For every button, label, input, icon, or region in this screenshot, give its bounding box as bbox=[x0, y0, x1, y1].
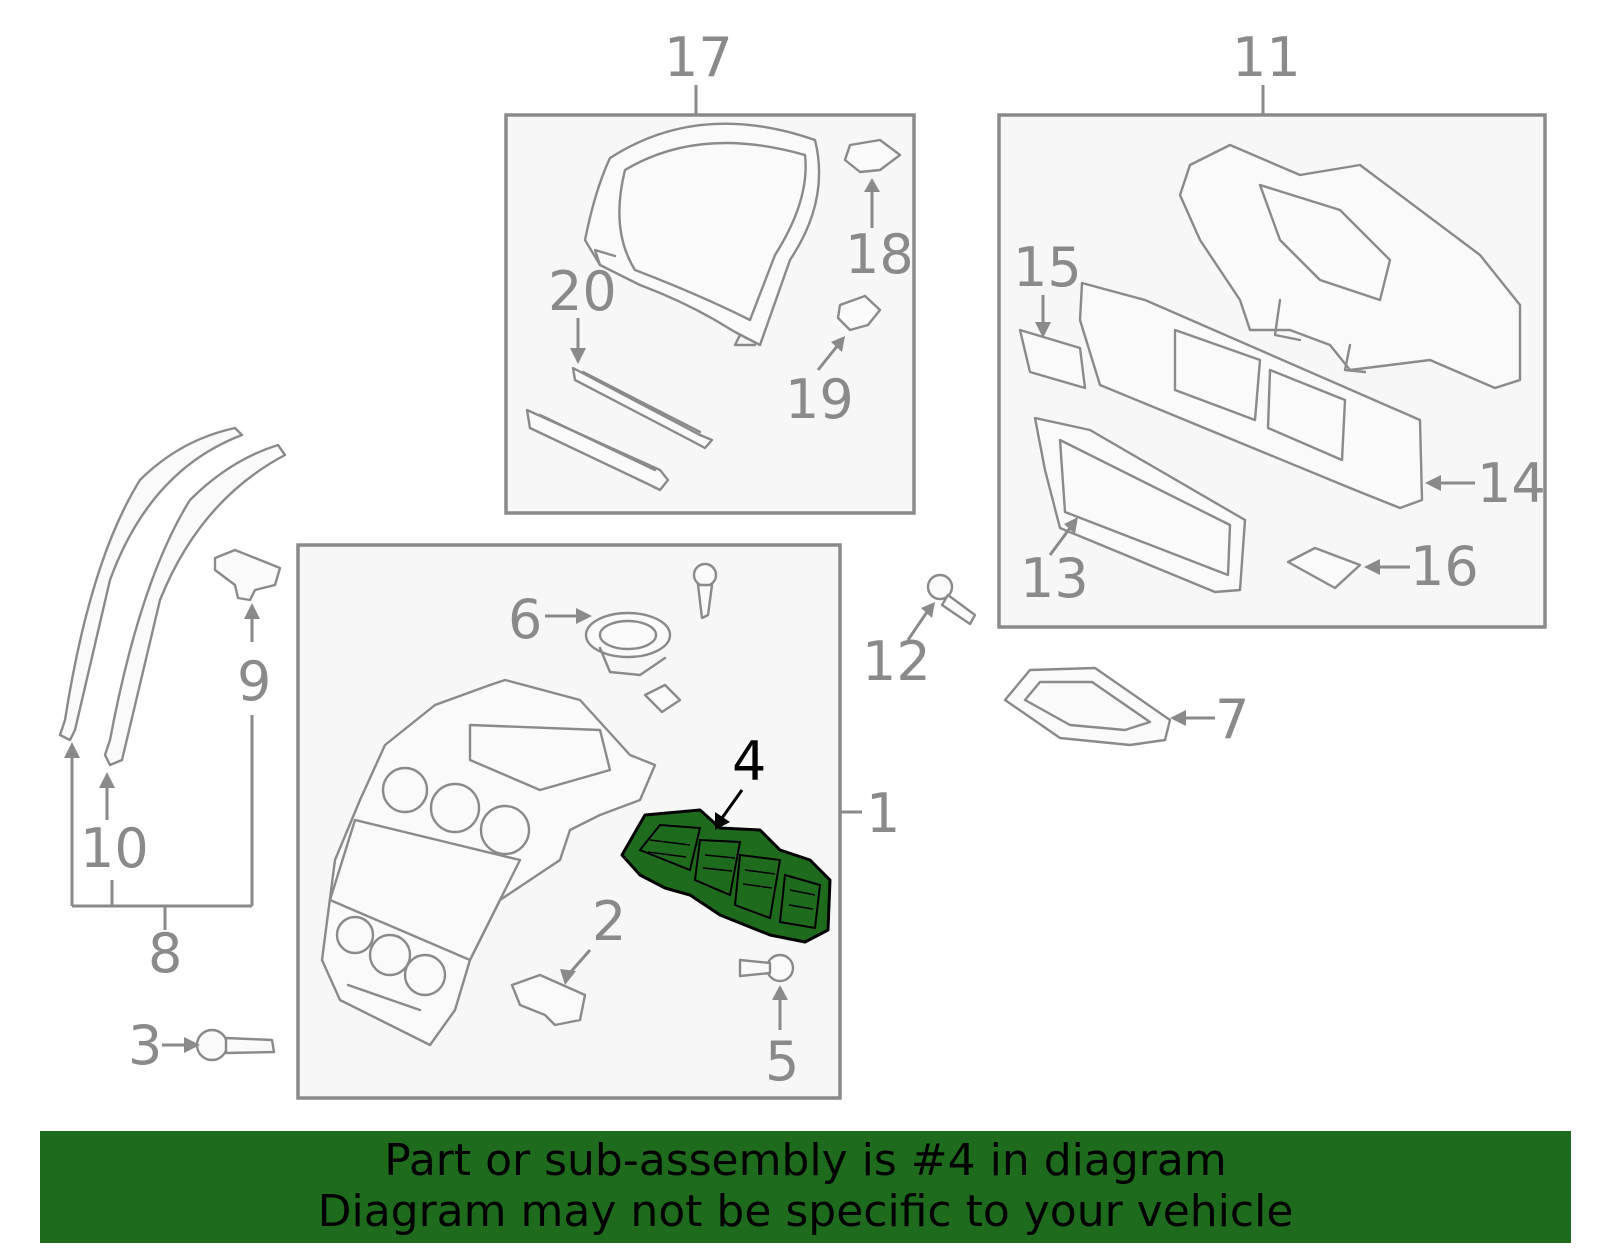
part-9-clip bbox=[213, 548, 282, 602]
part-20-trim-strips bbox=[525, 366, 714, 492]
callout-8: 8 bbox=[148, 922, 182, 985]
part-11-bracket bbox=[1178, 143, 1522, 390]
callout-5: 5 bbox=[765, 1030, 799, 1093]
part-6-speaker bbox=[584, 611, 672, 677]
arrow-10b bbox=[99, 772, 115, 788]
arrow-19 bbox=[831, 336, 845, 352]
arrow-12 bbox=[921, 602, 935, 618]
callout-10: 10 bbox=[80, 817, 149, 880]
callout-6: 6 bbox=[508, 588, 542, 651]
part-13-display bbox=[1033, 416, 1247, 594]
callout-12: 12 bbox=[862, 630, 931, 693]
callout-13: 13 bbox=[1020, 547, 1089, 610]
part-screw-upper bbox=[692, 562, 718, 620]
part-12-screw bbox=[926, 573, 977, 626]
part-19-clip bbox=[836, 294, 882, 332]
part-17-cluster-hood bbox=[583, 122, 821, 347]
callout-4: 4 bbox=[732, 730, 766, 793]
arrow-15 bbox=[1035, 322, 1051, 338]
arrow-3 bbox=[184, 1037, 200, 1053]
part-16-pad bbox=[1286, 546, 1362, 590]
part-10-trim-strip bbox=[58, 426, 244, 742]
banner-line-1: Part or sub-assembly is #4 in diagram bbox=[384, 1135, 1227, 1186]
callout-15: 15 bbox=[1013, 236, 1082, 299]
banner-line-2: Diagram may not be specific to your vehi… bbox=[317, 1186, 1294, 1237]
part-15-cover bbox=[1018, 328, 1087, 390]
arrow-5 bbox=[772, 985, 788, 1000]
callout-14: 14 bbox=[1477, 452, 1546, 515]
info-banner: Part or sub-assembly is #4 in diagram Di… bbox=[40, 1131, 1571, 1243]
part-clip-small bbox=[643, 683, 682, 714]
callout-1: 1 bbox=[866, 782, 900, 845]
part-4-center-vents bbox=[620, 808, 832, 944]
arrow-13 bbox=[1064, 517, 1078, 534]
part-18-clip bbox=[843, 138, 902, 174]
callout-11: 11 bbox=[1232, 26, 1301, 89]
callout-2: 2 bbox=[592, 890, 626, 953]
arrow-16 bbox=[1364, 559, 1380, 575]
arrow-2 bbox=[560, 969, 576, 985]
part-3-screw bbox=[195, 1028, 276, 1062]
arrow-4 bbox=[715, 812, 730, 830]
callout-18: 18 bbox=[845, 223, 914, 286]
arrow-14 bbox=[1425, 475, 1441, 491]
arrow-20 bbox=[570, 348, 586, 364]
callout-19: 19 bbox=[785, 368, 854, 431]
callout-3: 3 bbox=[128, 1014, 162, 1077]
callout-9: 9 bbox=[237, 650, 271, 713]
callout-16: 16 bbox=[1410, 535, 1479, 598]
arrow-6 bbox=[576, 608, 592, 624]
part-14-panel bbox=[1078, 281, 1424, 510]
part-7-bezel bbox=[1003, 666, 1172, 747]
part-5-screw bbox=[738, 953, 795, 983]
leader-12 bbox=[906, 611, 929, 641]
arrow-7 bbox=[1170, 710, 1186, 726]
leader-19 bbox=[816, 344, 840, 371]
callout-20: 20 bbox=[548, 260, 617, 323]
leader-2 bbox=[566, 949, 592, 976]
part-10-trim-strip-b bbox=[103, 443, 287, 767]
arrow-10a bbox=[64, 742, 80, 758]
leader-4 bbox=[720, 789, 744, 819]
part-2-clip bbox=[510, 973, 587, 1027]
leader-13 bbox=[1048, 527, 1072, 556]
arrow-9 bbox=[244, 603, 260, 619]
arrow-18 bbox=[864, 178, 880, 192]
part-1-console-panel bbox=[320, 678, 657, 1047]
callout-7: 7 bbox=[1215, 688, 1249, 751]
callout-17: 17 bbox=[664, 26, 733, 89]
